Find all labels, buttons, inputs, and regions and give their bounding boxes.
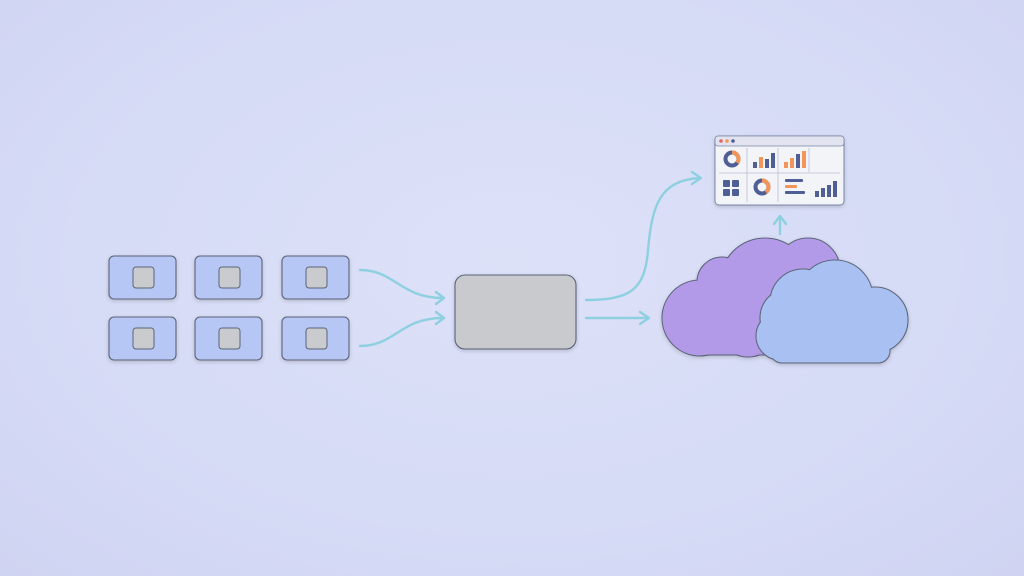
source-device — [108, 316, 177, 361]
arrow-right-icon — [638, 310, 651, 326]
source-device — [194, 255, 263, 300]
square-chip-icon — [218, 327, 241, 350]
source-device — [108, 255, 177, 300]
grid-icon — [723, 180, 739, 196]
bar-chart-icon — [753, 153, 775, 168]
source-devices — [108, 255, 350, 361]
connector-bottom — [358, 316, 445, 348]
source-device — [281, 316, 350, 361]
window-dot-icon — [725, 139, 729, 143]
source-device — [281, 255, 350, 300]
source-connectors — [358, 268, 446, 348]
arrow-right-icon — [690, 170, 703, 186]
window-dot-icon — [731, 139, 735, 143]
hub-connectors — [584, 170, 788, 326]
arrow-right-icon — [434, 290, 446, 306]
square-chip-icon — [132, 327, 155, 350]
connector-top — [358, 268, 445, 300]
dashboard-titlebar — [714, 135, 845, 147]
bar-chart-icon — [815, 181, 837, 197]
square-chip-icon — [218, 266, 241, 289]
square-chip-icon — [305, 266, 328, 289]
cloud — [661, 237, 909, 364]
source-device — [194, 316, 263, 361]
donut-chart-icon — [753, 178, 771, 196]
square-chip-icon — [132, 266, 155, 289]
connector-to-dashboard — [584, 176, 702, 302]
arrow-right-icon — [434, 310, 446, 326]
gateway-box — [454, 274, 577, 350]
list-icon — [785, 179, 805, 194]
window-dot-icon — [719, 139, 723, 143]
bar-chart-icon — [784, 151, 806, 168]
arrow-up-icon — [772, 214, 788, 226]
cloud-blue-fillcover — [756, 260, 908, 363]
donut-chart-icon — [723, 150, 741, 168]
square-chip-icon — [305, 327, 328, 350]
analytics-dashboard — [714, 135, 845, 206]
